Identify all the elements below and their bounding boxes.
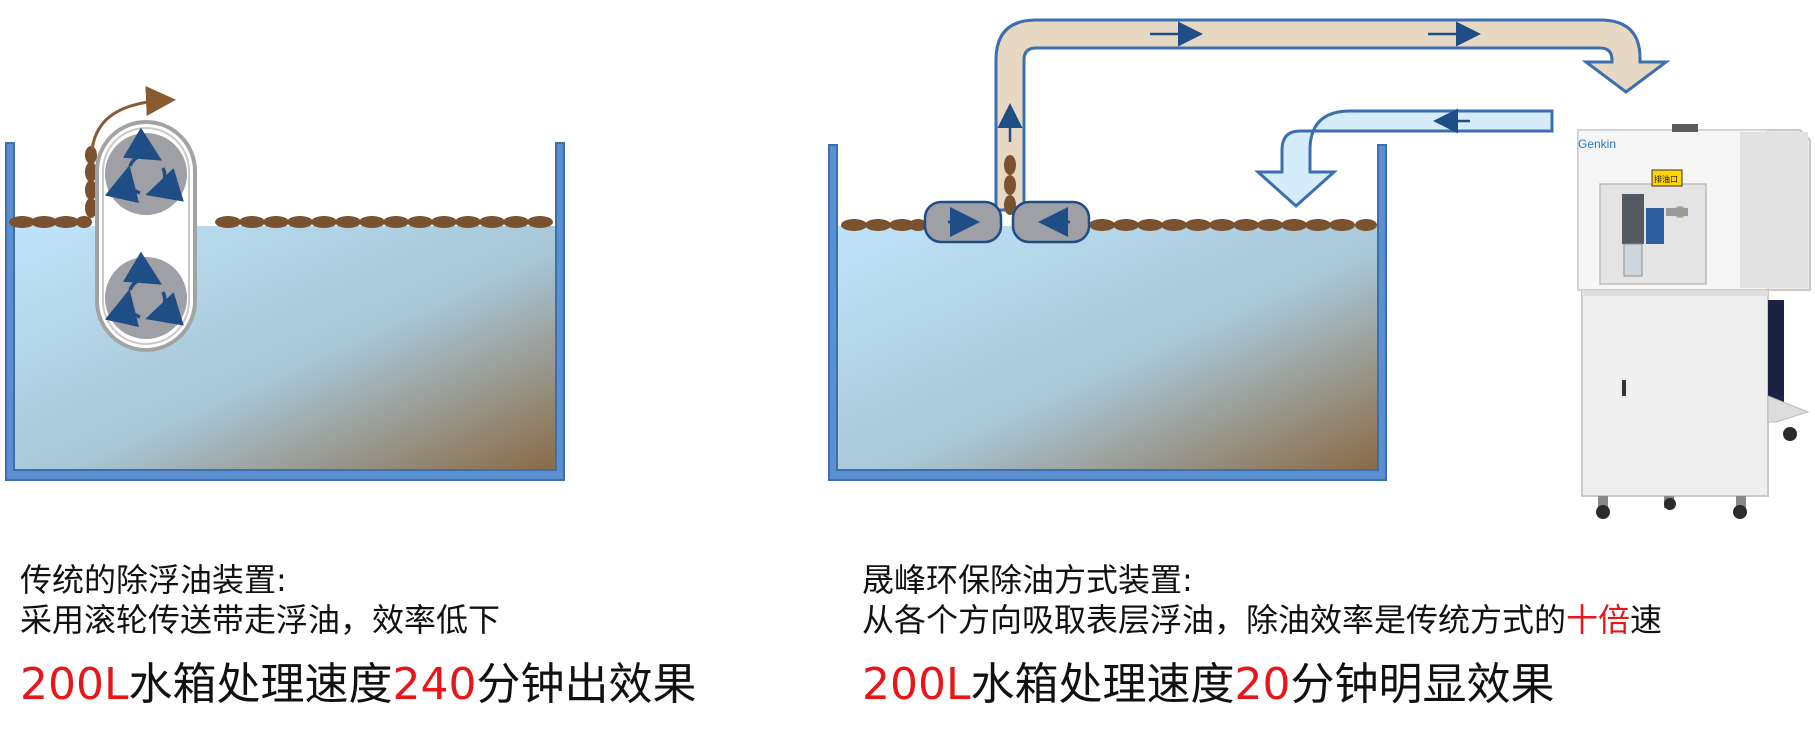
oil-layer-right bbox=[841, 219, 1377, 231]
new-device-description: 从各个方向吸取表层浮油，除油效率是传统方式的十倍速 bbox=[862, 600, 1662, 640]
oil-outlet-pipe bbox=[994, 18, 1671, 215]
speed-label: 水箱处理速度 bbox=[970, 659, 1235, 710]
oil-lift-arrow bbox=[90, 85, 176, 151]
traditional-description: 采用滚轮传送带走浮油，效率低下 bbox=[20, 601, 501, 639]
rotate-icon bbox=[104, 251, 184, 328]
traditional-title: 传统的除浮油装置: bbox=[20, 561, 287, 599]
minutes-value: 240 bbox=[392, 659, 477, 710]
result-suffix: 分钟明显效果 bbox=[1290, 659, 1555, 710]
result-suffix: 分钟出效果 bbox=[476, 659, 697, 710]
traditional-speed-result: 200L水箱处理速度240分钟出效果 bbox=[20, 658, 696, 712]
air-filter-regulator bbox=[1622, 194, 1688, 277]
machine-brand-label: Genkin bbox=[1578, 137, 1616, 151]
bottom-roller bbox=[105, 257, 187, 339]
speed-label: 水箱处理速度 bbox=[128, 659, 393, 710]
tank-walls bbox=[5, 142, 565, 481]
outlet-label: 排油口 bbox=[1654, 174, 1678, 184]
floating-skimmer bbox=[923, 200, 1091, 244]
new-tank bbox=[828, 144, 1387, 481]
tank-walls bbox=[828, 144, 1387, 481]
outlet-label-plate bbox=[1651, 169, 1683, 187]
water-return-pipe bbox=[1254, 108, 1554, 209]
description-prefix: 从各个方向吸取表层浮油，除油效率是传统方式的 bbox=[862, 601, 1567, 639]
machine-lower-cabinet bbox=[1581, 289, 1769, 497]
new-device-title: 晟峰环保除油方式装置: bbox=[862, 561, 1193, 599]
cabinet-latch bbox=[1622, 380, 1626, 396]
description-highlight: 十倍 bbox=[1566, 601, 1631, 639]
tank-capacity: 200L bbox=[862, 659, 971, 710]
top-roller bbox=[105, 133, 187, 215]
casters bbox=[1596, 427, 1797, 519]
minutes-value: 20 bbox=[1234, 659, 1291, 710]
description-suffix: 速 bbox=[1630, 601, 1663, 639]
tank-capacity: 200L bbox=[20, 659, 129, 710]
oil-removal-machine: Genkin 排油口 bbox=[1577, 124, 1811, 519]
new-device-caption: 晟峰环保除油方式装置: 从各个方向吸取表层浮油，除油效率是传统方式的十倍速 20… bbox=[862, 560, 1662, 712]
roller-belt-skimmer bbox=[90, 85, 197, 352]
traditional-device-caption: 传统的除浮油装置: 采用滚轮传送带走浮油，效率低下 200L水箱处理速度240分… bbox=[20, 560, 696, 712]
tank-water bbox=[837, 226, 1378, 470]
oil-layer-left bbox=[9, 146, 553, 228]
oil-in-pipe bbox=[1004, 155, 1016, 215]
rotate-icon bbox=[104, 127, 184, 204]
new-device-speed-result: 200L水箱处理速度20分钟明显效果 bbox=[862, 658, 1662, 712]
